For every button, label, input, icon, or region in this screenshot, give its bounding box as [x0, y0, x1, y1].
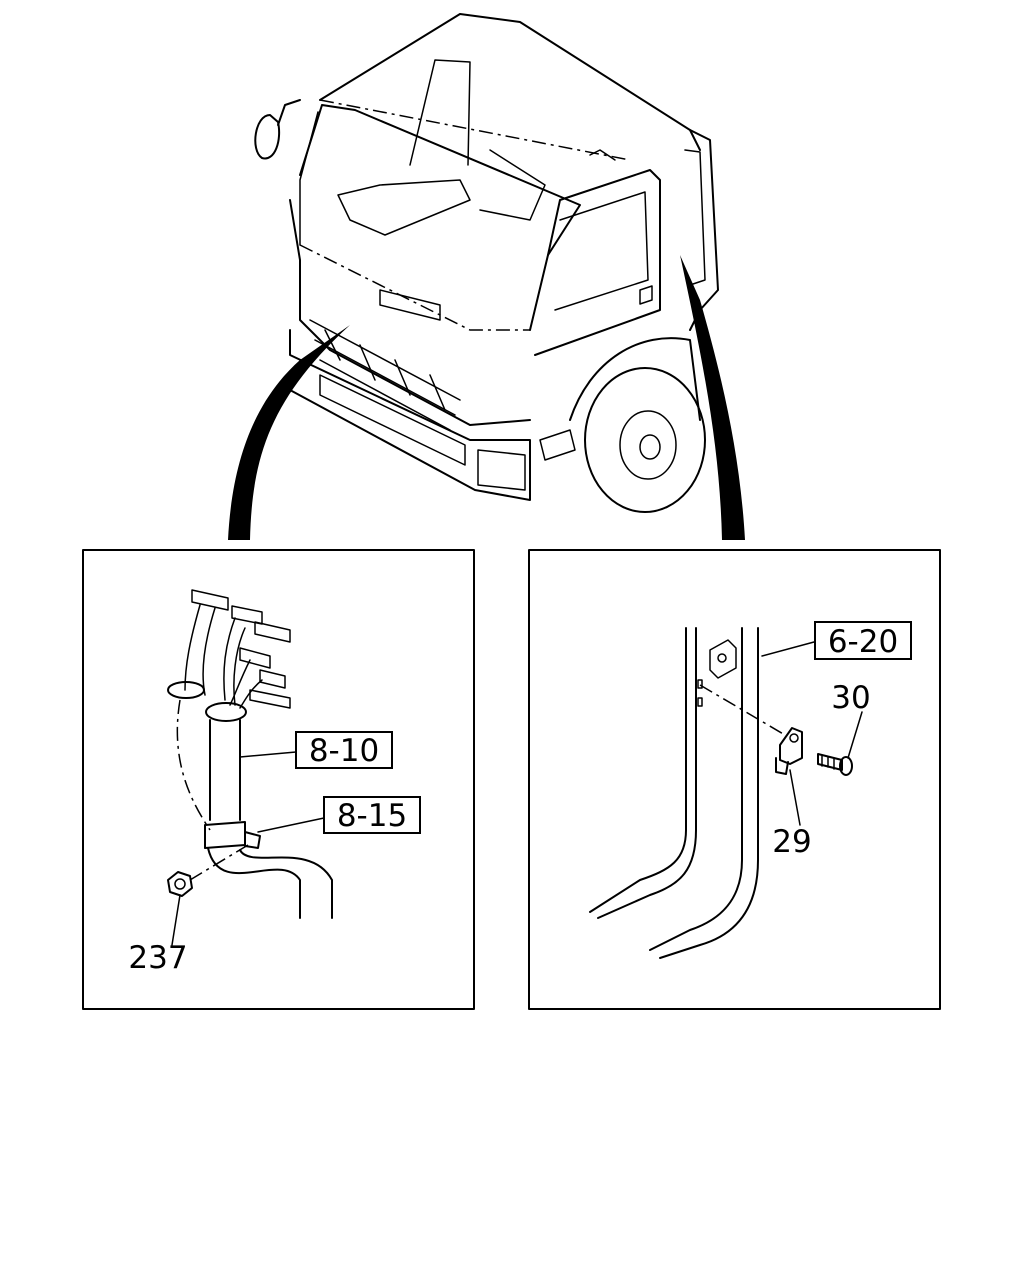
leader-6-20 [761, 641, 815, 657]
truck-cab-illustration [228, 13, 745, 540]
callout-box-8-10 [295, 731, 393, 769]
callout-237: 237 [128, 940, 187, 976]
detail-panel-left [82, 549, 475, 1010]
callout-30: 30 [831, 680, 870, 716]
door-frame-drawing [589, 627, 853, 959]
leader-8-10 [239, 751, 297, 758]
detail-panel-right [528, 549, 941, 1010]
callout-box-6-20 [814, 621, 912, 660]
leader-29 [789, 769, 801, 826]
callout-8-15: 8-15 [337, 798, 407, 834]
wiring-harness-drawing [167, 589, 333, 919]
pointer-left-wedge [228, 325, 350, 540]
leader-30 [847, 711, 863, 759]
leader-8-15 [257, 817, 325, 833]
callout-8-10: 8-10 [309, 733, 379, 769]
leader-237 [171, 894, 181, 946]
pointer-right-wedge [680, 255, 745, 540]
callout-29: 29 [772, 824, 811, 860]
callout-6-20: 6-20 [828, 624, 898, 660]
callout-box-8-15 [323, 796, 421, 834]
